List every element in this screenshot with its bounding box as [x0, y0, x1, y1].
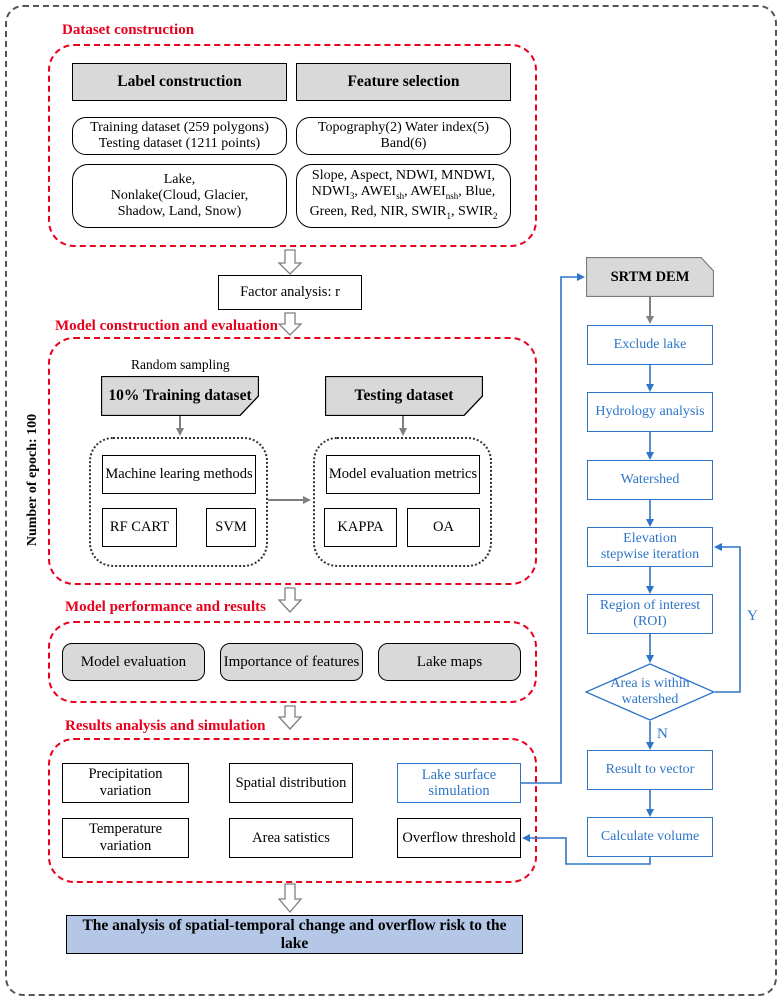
temperature-text-2: variation — [99, 838, 152, 854]
decision-diamond — [585, 663, 715, 721]
oa-box: OA — [407, 508, 480, 547]
hydrology-box: Hydrology analysis — [587, 392, 713, 432]
importance-text: Importance of features — [223, 653, 360, 670]
band-text: Band(6) — [380, 136, 427, 151]
roi-text: Region of interest — [599, 598, 701, 613]
feature-line-1: Slope, Aspect, NDWI, MNDWI, — [311, 168, 496, 184]
classes-line-1: Lake, — [163, 172, 196, 187]
eval-metrics-text: Model evaluation metrics — [328, 466, 478, 482]
kappa-box: KAPPA — [324, 508, 397, 547]
section-title-dataset: Dataset construction — [62, 22, 195, 38]
label-construction-text: Label construction — [117, 73, 242, 90]
testing-dataset-text: Testing dataset (1211 points) — [98, 136, 261, 151]
feature-line-3: Green, Red, NIR, SWIR1, SWIR2 — [309, 204, 498, 221]
testing-doc-shape — [325, 376, 483, 416]
rf-cart-text: RF CART — [109, 519, 170, 535]
lake-maps-box: Lake maps — [378, 643, 521, 681]
classes-line-2: Nonlake(Cloud, Glacier, — [110, 188, 249, 203]
srtm-dem-title: SRTM DEM — [610, 268, 690, 285]
elevation-text: Elevation — [623, 531, 677, 546]
roi-box: Region of interest (ROI) — [587, 594, 713, 634]
temperature-box: Temperature variation — [62, 818, 189, 858]
dataset-size-box: Training dataset (259 polygons) Testing … — [72, 117, 287, 155]
stepwise-iteration-text: stepwise iteration — [600, 547, 700, 562]
label-construction-header: Label construction — [72, 63, 287, 101]
ml-methods-box: Machine learing methods — [102, 455, 256, 494]
exclude-lake-text: Exclude lake — [613, 337, 687, 352]
ml-methods-group — [89, 437, 268, 567]
hollow-arrows — [277, 249, 303, 914]
yes-label: Y — [747, 608, 758, 624]
elevation-iteration-box: Elevation stepwise iteration — [587, 527, 713, 567]
precipitation-box: Precipitation variation — [62, 763, 189, 803]
srtm-doc-shape — [586, 257, 714, 297]
calculate-volume-box: Calculate volume — [587, 817, 713, 857]
section-title-performance: Model performance and results — [62, 599, 269, 616]
section-title-model: Model construction and evaluation — [52, 318, 281, 335]
lake-surface-text: Lake surface — [421, 767, 497, 783]
feature-groups-box: Topography(2) Water index(5) Band(6) — [296, 117, 511, 155]
overflow-threshold-box: Overflow threshold — [397, 818, 521, 858]
decision-text-1: Area is within — [610, 676, 690, 691]
feature-selection-header: Feature selection — [296, 63, 511, 101]
random-sampling-label: Random sampling — [131, 357, 230, 372]
spatial-distribution-text: Spatial distribution — [235, 774, 347, 791]
precipitation-text: Precipitation — [88, 766, 163, 782]
feature-selection-text: Feature selection — [347, 73, 460, 90]
testing-dataset-title: Testing dataset — [354, 387, 454, 404]
area-statistics-text: Area satistics — [252, 829, 330, 846]
feature-line-2: NDWI3, AWEIsh, AWEInsh, Blue, — [311, 184, 496, 201]
no-label: N — [657, 726, 668, 742]
performance-section-box — [48, 621, 537, 703]
precipitation-text-2: variation — [99, 783, 152, 799]
svm-box: SVM — [206, 508, 256, 547]
training-dataset-text: Training dataset (259 polygons) — [90, 120, 269, 135]
class-labels-box: Lake, Nonlake(Cloud, Glacier, Shadow, La… — [72, 164, 287, 228]
area-statistics-box: Area satistics — [229, 818, 353, 858]
lake-surface-simulation-box: Lake surface simulation — [397, 763, 521, 803]
overflow-threshold-text: Overflow threshold — [402, 829, 516, 846]
calculate-volume-text: Calculate volume — [600, 829, 700, 844]
kappa-text: KAPPA — [337, 519, 384, 535]
model-evaluation-box: Model evaluation — [62, 643, 205, 681]
temperature-text: Temperature — [88, 821, 163, 837]
svm-text: SVM — [215, 519, 247, 535]
ml-methods-text: Machine learing methods — [105, 466, 253, 482]
oa-text: OA — [433, 519, 454, 535]
watershed-box: Watershed — [587, 460, 713, 500]
final-analysis-text: The analysis of spatial-temporal change … — [82, 916, 507, 952]
eval-metrics-box: Model evaluation metrics — [326, 455, 480, 494]
lake-maps-text: Lake maps — [416, 653, 483, 670]
model-evaluation-text: Model evaluation — [80, 653, 187, 670]
exclude-lake-box: Exclude lake — [587, 325, 713, 365]
watershed-text: Watershed — [620, 472, 680, 487]
results-section-box — [48, 738, 537, 883]
roi-abbrev-text: (ROI) — [633, 614, 667, 629]
training-dataset-title: 10% Training dataset — [108, 387, 252, 404]
final-analysis-box: The analysis of spatial-temporal change … — [66, 915, 523, 954]
outer-frame — [5, 5, 777, 996]
hydrology-text: Hydrology analysis — [595, 404, 705, 419]
result-vector-text: Result to vector — [605, 762, 695, 777]
eval-metrics-group — [313, 437, 492, 567]
decision-text: Area is within watershed — [600, 675, 700, 709]
feature-list-box: Slope, Aspect, NDWI, MNDWI, NDWI3, AWEIs… — [296, 164, 511, 228]
classes-line-3: Shadow, Land, Snow) — [117, 204, 242, 219]
training-doc-shape — [101, 376, 259, 416]
decision-text-2: watershed — [621, 692, 679, 707]
section-title-results: Results analysis and simulation — [62, 718, 269, 735]
result-vector-box: Result to vector — [587, 750, 713, 790]
factor-analysis-text: Factor analysis: r — [240, 284, 340, 300]
spatial-distribution-box: Spatial distribution — [229, 763, 353, 803]
rf-cart-box: RF CART — [102, 508, 177, 547]
importance-box: Importance of features — [220, 643, 363, 681]
factor-analysis-box: Factor analysis: r — [218, 275, 362, 310]
model-section-box — [48, 337, 537, 585]
lake-simulation-text: simulation — [428, 783, 490, 799]
topo-water-text: Topography(2) Water index(5) — [317, 120, 490, 135]
dataset-section-box — [48, 44, 537, 247]
